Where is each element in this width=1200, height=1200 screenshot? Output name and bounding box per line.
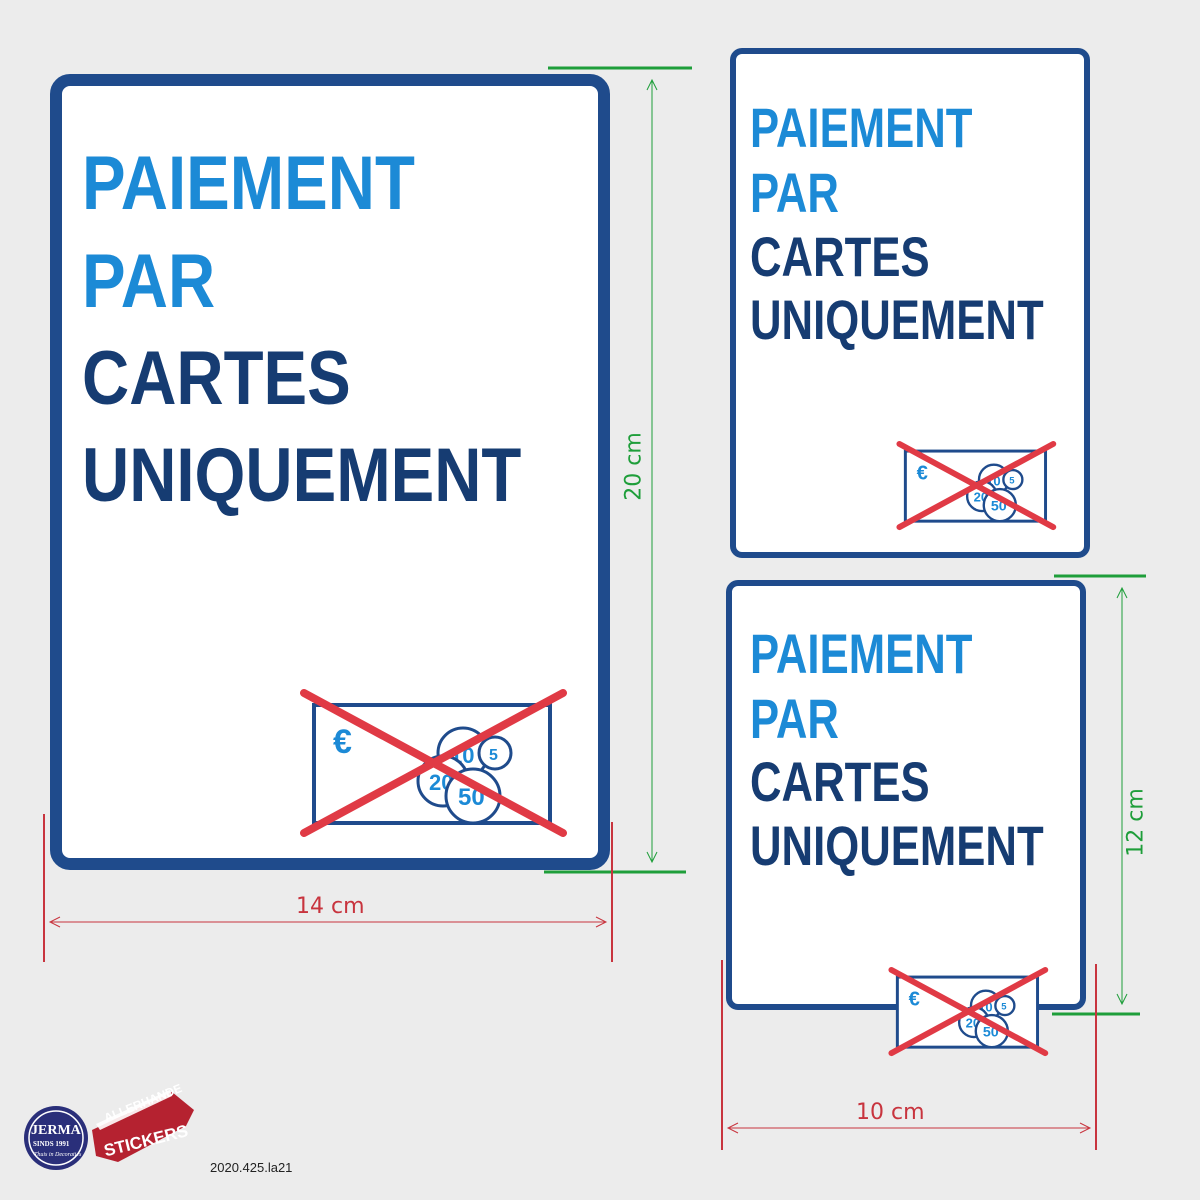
sign-large: PAIEMENT PAR CARTES UNIQUEMENT € 10 5 20… [50,74,610,870]
sign-line-cartes: CARTES [82,336,351,421]
sign-line-par: PAR [82,239,216,324]
jerma-logo-icon [24,1090,194,1170]
sign-small-top: PAIEMENT PAR CARTES UNIQUEMENT € 10 5 20… [730,48,1090,558]
cross-line-b [300,689,567,837]
coin-5-label: 5 [1001,1002,1007,1013]
no-cash-icon: € 10 5 20 50 [896,440,1057,531]
no-cash-icon: € 10 5 20 50 [300,689,567,837]
cross-line-b [896,440,1057,531]
no-cash-icon: € 10 5 20 50 [888,966,1049,1057]
coin-5-icon [1002,468,1024,491]
coin-5-label: 5 [1009,476,1015,487]
logo-since: SINDS 1991 [33,1140,70,1148]
brand-logo: JERMA SINDS 1991 Thuis in Decoraties ALL… [22,1081,202,1180]
coin-5-icon [994,994,1016,1017]
sign-line-uniquement: UNIQUEMENT [82,433,522,518]
sign-line-par: PAR [750,687,839,750]
logo-tagline: Thuis in Decoraties [34,1152,82,1158]
sign-line-cartes: CARTES [750,225,930,288]
sign-small-bottom: PAIEMENT PAR CARTES UNIQUEMENT [726,580,1086,1010]
sign-line-uniquement: UNIQUEMENT [750,814,1044,877]
sign-line-paiement: PAIEMENT [750,622,973,685]
euro-symbol: € [333,723,352,761]
dim-label-large-height: 20 cm [621,432,647,501]
sign-line-uniquement: UNIQUEMENT [750,288,1044,351]
product-code: 2020.425.la21 [210,1160,293,1175]
sign-line-cartes: CARTES [750,750,930,813]
coin-5-label: 5 [489,747,498,764]
dim-label-small-height: 12 cm [1123,788,1149,857]
dim-label-small-width: 10 cm [856,1100,925,1125]
sign-line-par: PAR [750,161,839,224]
logo-brand: JERMA [31,1123,81,1138]
sign-line-paiement: PAIEMENT [750,96,973,159]
euro-symbol: € [909,989,920,1011]
sign-line-paiement: PAIEMENT [82,141,415,226]
dim-label-large-width: 14 cm [296,894,365,919]
cross-line-b [888,966,1049,1057]
coin-5-icon [477,735,513,771]
euro-symbol: € [917,463,928,485]
